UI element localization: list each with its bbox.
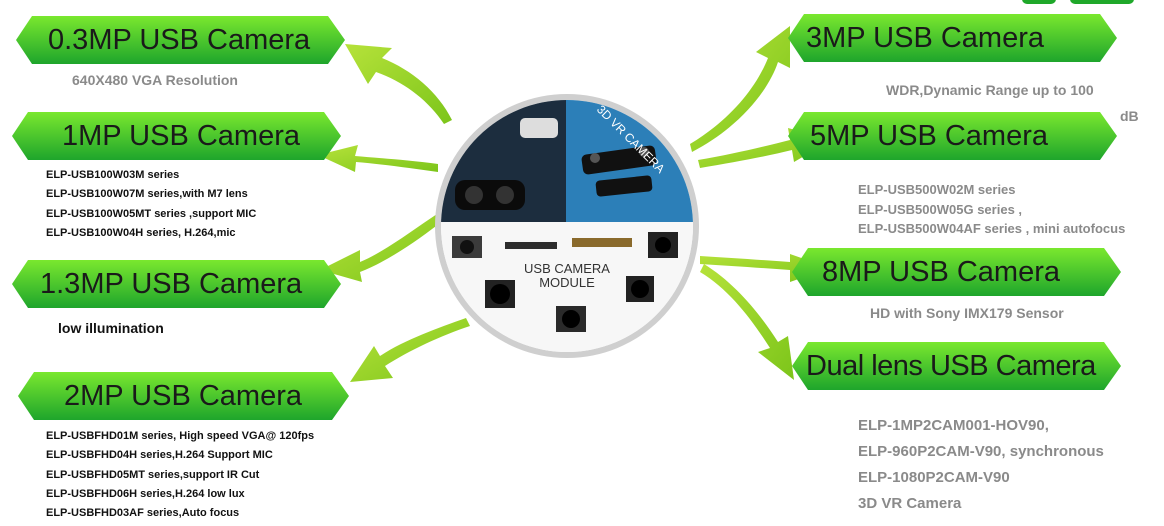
list-item: ELP-1MP2CAM001-HOV90, — [858, 417, 1049, 434]
list-item: ELP-USBFHD03AF series,Auto focus — [46, 507, 240, 520]
list-1mp: ELP-USB100W03M series ELP-USB100W07M ser… — [46, 166, 256, 243]
banner-1-3mp — [12, 260, 341, 308]
arrow-to-2mp — [350, 318, 470, 382]
list-item: ELP-960P2CAM-V90, synchronous — [858, 443, 1104, 460]
note-3mp-line2: dB — [1120, 108, 1139, 124]
note-0-3mp: 640X480 VGA Resolution — [72, 72, 238, 88]
list-item: ELP-USB500W04AF series , mini autofocus — [858, 221, 1126, 236]
module-caption: USB CAMERA MODULE — [512, 262, 622, 290]
banner-1mp — [12, 112, 341, 160]
list-item: ELP-USB100W03M series — [46, 169, 180, 181]
arrow-to-0-3mp — [345, 44, 452, 124]
list-dual: ELP-1MP2CAM001-HOV90, ELP-960P2CAM-V90, … — [858, 413, 1104, 517]
node-label-8mp: 8MP USB Camera — [822, 256, 1060, 288]
arrow-to-dual — [700, 264, 794, 380]
module-line1: USB CAMERA — [524, 261, 610, 276]
banner-8mp — [792, 248, 1121, 296]
banner-5mp — [788, 112, 1117, 160]
node-label-0-3mp: 0.3MP USB Camera — [48, 24, 311, 56]
note-1-3mp: low illumination — [58, 320, 164, 336]
list-item: ELP-USBFHD01M series, High speed VGA@ 12… — [46, 430, 315, 442]
note-8mp: HD with Sony IMX179 Sensor — [870, 305, 1064, 321]
center-circle: 3D VR CAMERA — [435, 94, 699, 358]
node-label-3mp: 3MP USB Camera — [806, 22, 1044, 54]
list-item: ELP-USBFHD06H series,H.264 low lux — [46, 487, 245, 500]
list-item: ELP-USB100W04H series, H.264,mic — [46, 226, 236, 239]
list-item: 3D VR Camera — [858, 495, 962, 512]
arrow-to-3mp — [690, 26, 790, 152]
node-label-dual: Dual lens USB Camera — [806, 350, 1096, 382]
list-item: ELP-1080P2CAM-V90 — [858, 469, 1010, 486]
list-item: ELP-USB100W05MT series ,support MIC — [46, 207, 257, 220]
banner-3mp — [788, 14, 1117, 62]
arrow-to-1mp — [318, 145, 438, 172]
node-label-2mp: 2MP USB Camera — [64, 380, 302, 412]
module-line2: MODULE — [539, 275, 595, 290]
banner-dual — [792, 342, 1121, 390]
node-label-1-3mp: 1.3MP USB Camera — [40, 268, 303, 300]
list-item: ELP-USB100W07M series,with M7 lens — [46, 188, 248, 201]
node-label-5mp: 5MP USB Camera — [810, 120, 1048, 152]
node-label-1mp: 1MP USB Camera — [62, 120, 300, 152]
note-3mp-line1: WDR,Dynamic Range up to 100 — [886, 82, 1094, 98]
list-item: ELP-USBFHD04H series,H.264 Support MIC — [46, 449, 273, 462]
corner-decoration — [1022, 0, 1056, 4]
list-item: ELP-USBFHD05MT series,support IR Cut — [46, 468, 260, 481]
banner-0-3mp — [16, 16, 345, 64]
list-item: ELP-USB500W02M series — [858, 182, 1016, 197]
list-2mp: ELP-USBFHD01M series, High speed VGA@ 12… — [46, 427, 314, 523]
arrow-to-1-3mp — [320, 212, 444, 282]
banner-2mp — [18, 372, 349, 420]
list-5mp: ELP-USB500W02M series ELP-USB500W05G ser… — [858, 180, 1125, 239]
list-item: ELP-USB500W05G series , — [858, 201, 1023, 217]
